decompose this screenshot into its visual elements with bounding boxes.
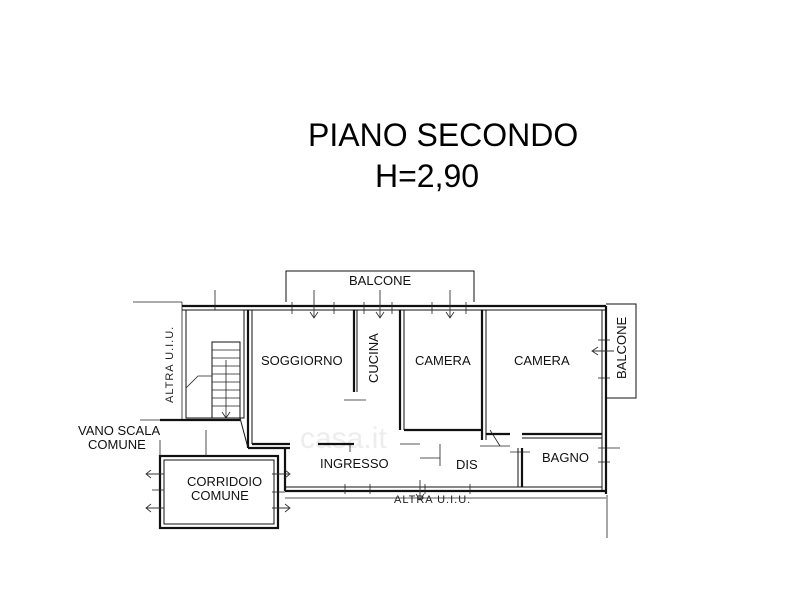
corridoio-comune [145, 417, 291, 530]
label-vano-scala-2: COMUNE [88, 437, 146, 452]
watermark: casa.it [300, 422, 387, 455]
label-soggiorno: SOGGIORNO [261, 353, 343, 368]
label-altra-uiu-bottom: ALTRA U.I.U. [394, 494, 471, 506]
interior-walls [252, 302, 620, 494]
opening-arrows [309, 290, 614, 501]
label-cucina: CUCINA [366, 333, 381, 383]
label-balcone-right: BALCONE [614, 317, 629, 379]
balcone-right [606, 303, 637, 399]
exterior-walls [182, 304, 608, 494]
label-ingresso: INGRESSO [320, 456, 389, 471]
label-bagno: BAGNO [542, 450, 589, 465]
label-corridoio-1: CORRIDOIO [187, 474, 262, 489]
label-altra-uiu-left: ALTRA U.I.U. [164, 326, 176, 403]
stairwell [185, 290, 245, 419]
label-corridoio-2: COMUNE [191, 488, 249, 503]
label-camera-1: CAMERA [415, 353, 471, 368]
balcone-top [285, 270, 475, 302]
plan-title: PIANO SECONDO [308, 117, 578, 153]
label-vano-scala-1: VANO SCALA [78, 423, 160, 438]
plan-height: H=2,90 [375, 158, 479, 194]
label-camera-2: CAMERA [514, 353, 570, 368]
label-balcone-top: BALCONE [349, 273, 411, 288]
label-dis: DIS [456, 457, 478, 472]
